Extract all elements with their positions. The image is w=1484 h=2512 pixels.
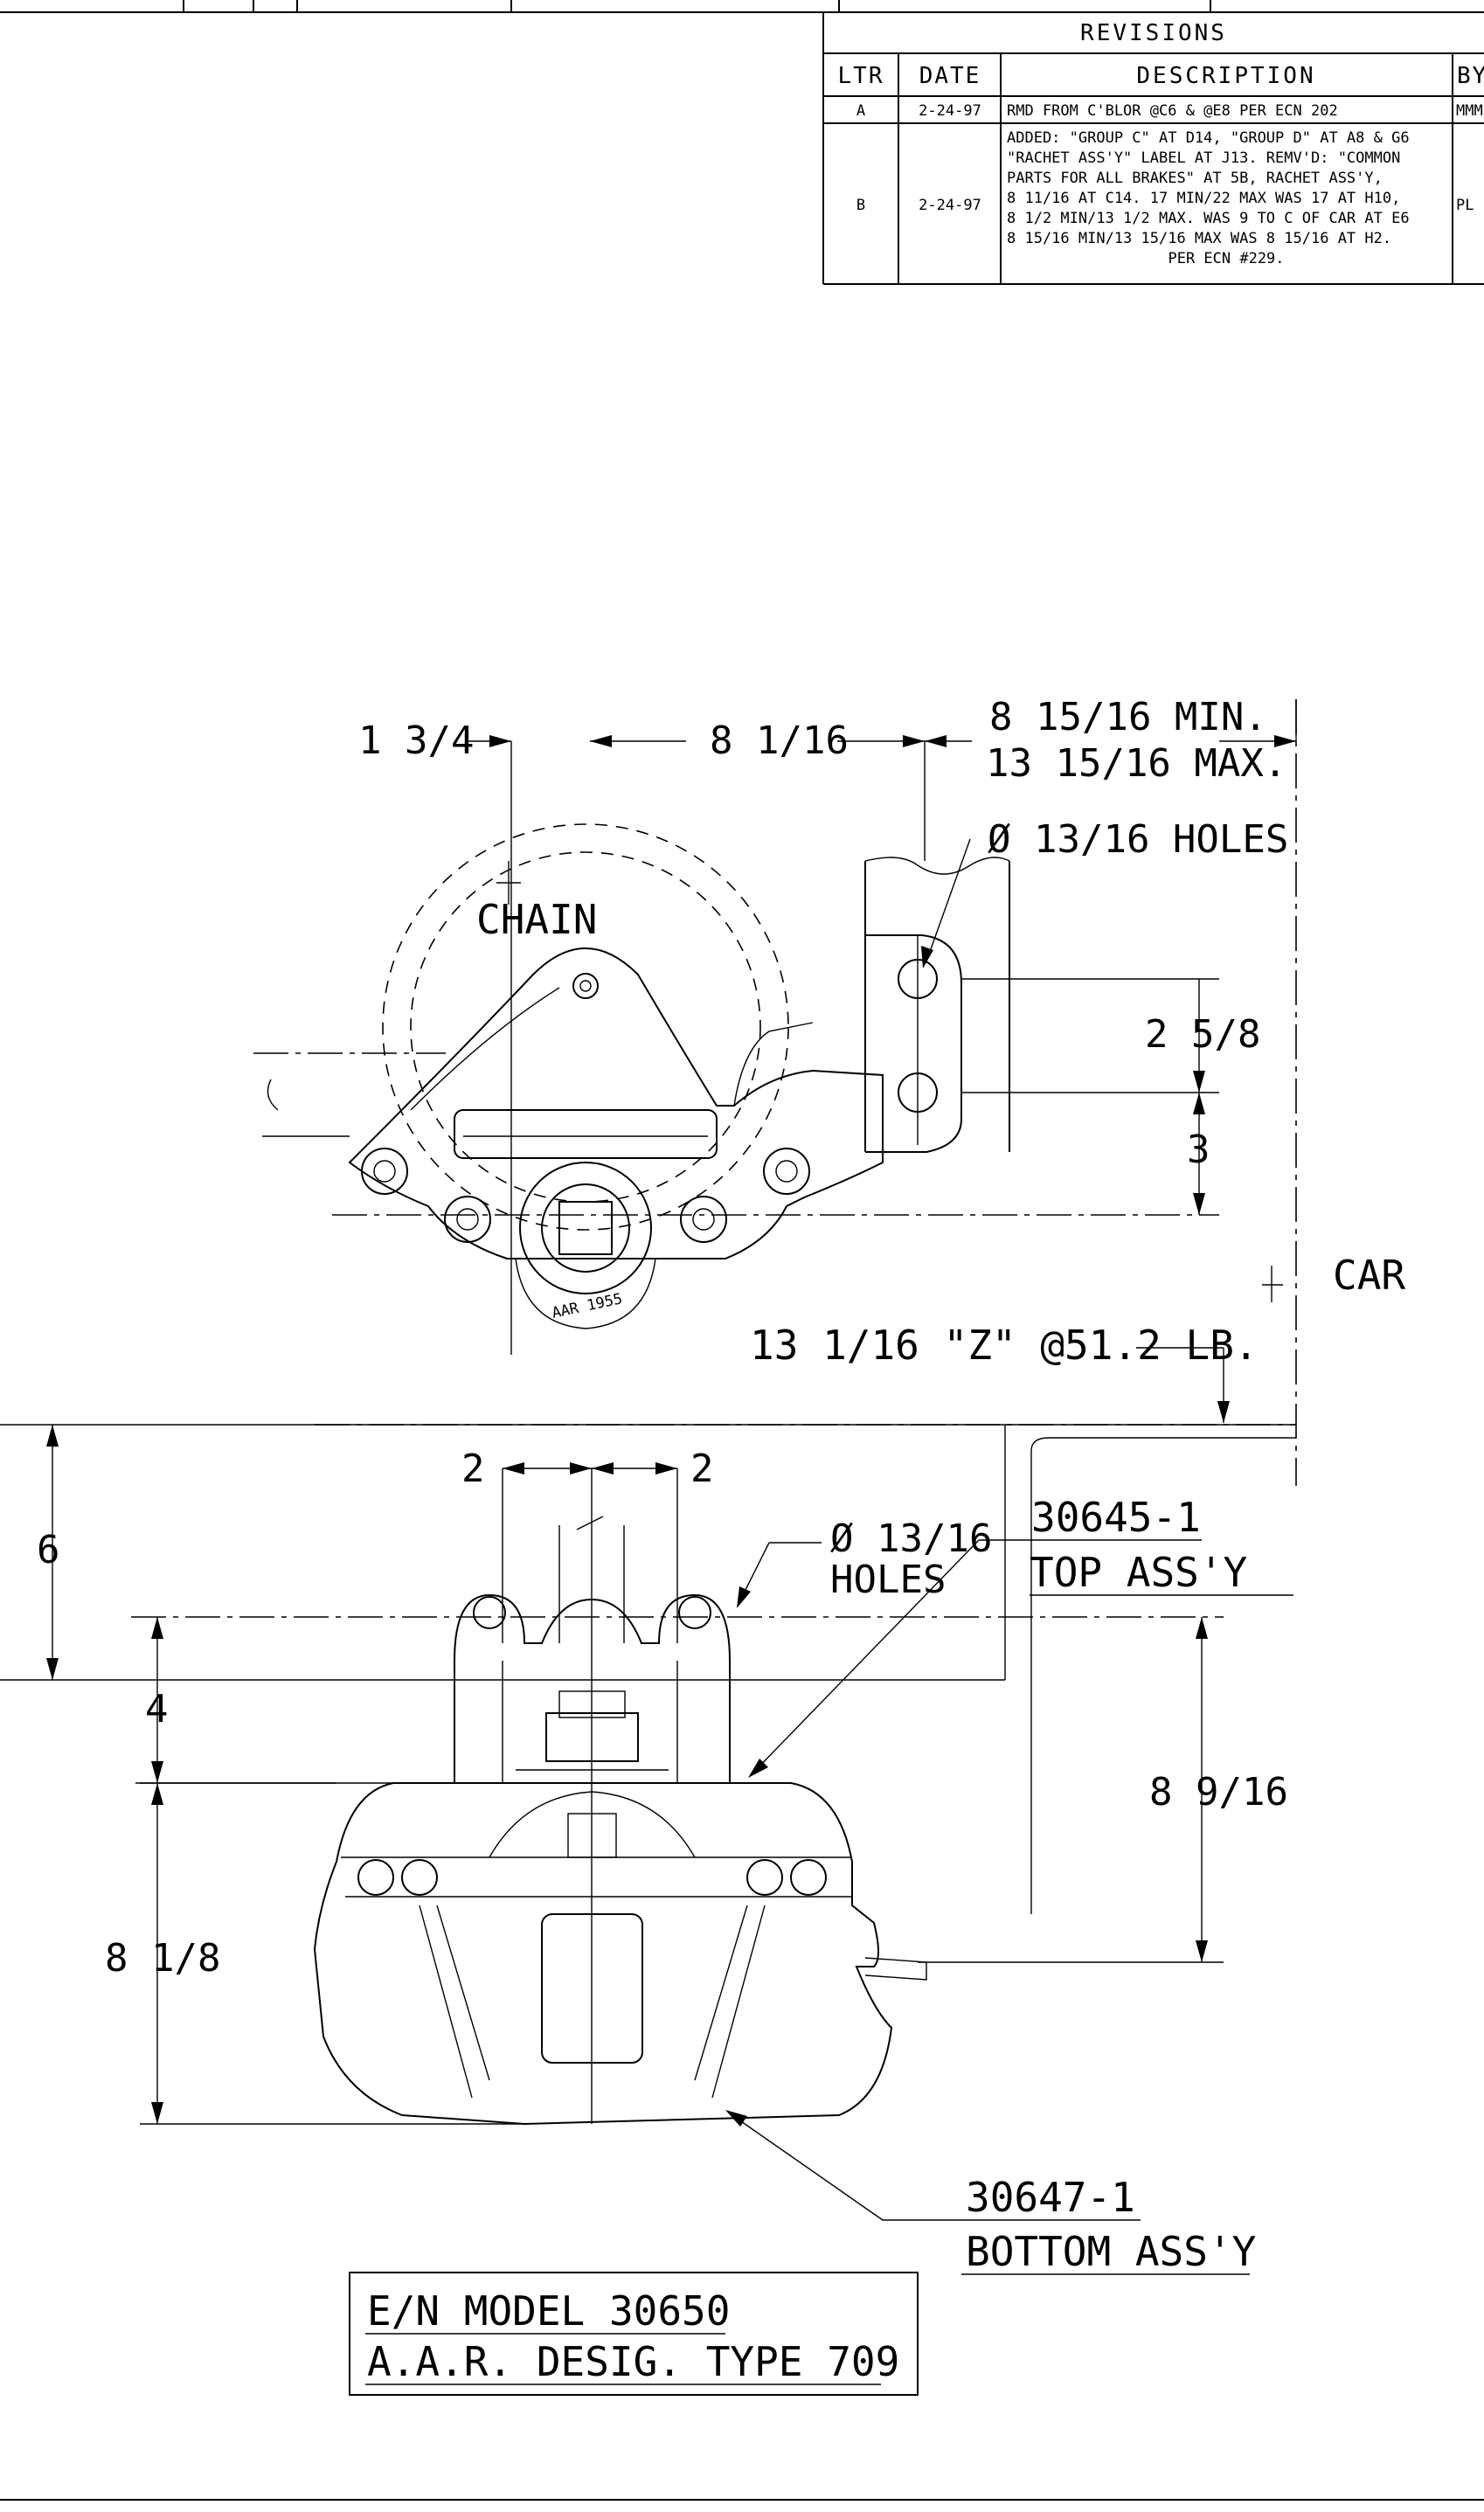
mounting-bracket xyxy=(865,934,962,1153)
title-block-remnant xyxy=(0,0,1484,13)
car-centerline-label: CAR xyxy=(1333,1252,1405,1299)
holes-word: HOLES xyxy=(830,1558,946,1602)
revision-b-date: 2-24-97 xyxy=(919,197,981,214)
hub xyxy=(519,1162,652,1294)
revisions-header-by: BY xyxy=(1457,63,1484,89)
model-line-1: E/N MODEL 30650 xyxy=(367,2287,730,2335)
revision-a-by: MMM xyxy=(1456,102,1483,120)
revision-b-by: PL xyxy=(1456,197,1474,214)
z-note: 13 1/16 "Z" @51.2 LB. xyxy=(750,1322,1259,1369)
revision-b-ltr: B xyxy=(856,197,865,214)
dim-min: 8 15/16 MIN. xyxy=(989,695,1267,739)
bottom-view: 13 1/16 "Z" @51.2 LB. 6 2 2 xyxy=(0,1322,1296,2275)
dim-2-5-8: 2 5/8 xyxy=(1145,1012,1260,1057)
dim-3: 3 xyxy=(1187,1128,1210,1172)
dim-1-3-4: 1 3/4 xyxy=(358,718,474,763)
revisions-table: REVISIONS LTR DATE DESCRIPTION BY A 2-24… xyxy=(822,12,1484,285)
chain-centerline-label: CHAIN xyxy=(476,896,597,943)
top-assembly-body xyxy=(454,1593,731,1784)
holes-dia: Ø 13/16 xyxy=(830,1516,992,1561)
revisions-header-date: DATE xyxy=(919,63,981,89)
revision-b-line-1: ADDED: "GROUP C" AT D14, "GROUP D" AT A8… xyxy=(1007,129,1410,147)
holes-callout: Ø 13/16 HOLES xyxy=(988,817,1288,862)
revision-b-line-7: PER ECN #229. xyxy=(1168,250,1284,267)
dim-8-9-16: 8 9/16 xyxy=(1149,1770,1288,1815)
brake-housing xyxy=(348,947,884,1259)
revision-b-line-3: PARTS FOR ALL BRAKES" AT 5B, RACHET ASS'… xyxy=(1007,170,1383,187)
revision-b-line-2: "RACHET ASS'Y" LABEL AT J13. REMV'D: "CO… xyxy=(1007,149,1400,167)
revision-a-ltr: A xyxy=(856,102,865,120)
revision-a-description: RMD FROM C'BLOR @C6 & @E8 PER ECN 202 xyxy=(1007,102,1338,120)
bottom-assy-label: BOTTOM ASS'Y xyxy=(966,2228,1256,2275)
revision-b-line-4: 8 11/16 AT C14. 17 MIN/22 MAX WAS 17 AT … xyxy=(1007,190,1400,207)
model-line-2: A.A.R. DESIG. TYPE 709 xyxy=(367,2338,899,2385)
dim-2-right: 2 xyxy=(690,1447,714,1491)
revisions-header-description: DESCRIPTION xyxy=(1136,63,1315,89)
bottom-assy-number: 30647-1 xyxy=(966,2174,1135,2221)
revision-b-line-6: 8 15/16 MIN/13 15/16 MAX WAS 8 15/16 AT … xyxy=(1007,230,1391,247)
top-hole-left xyxy=(473,1596,506,1629)
dim-2-left: 2 xyxy=(461,1447,485,1491)
dim-8-1-16: 8 1/16 xyxy=(710,718,849,763)
revision-a-date: 2-24-97 xyxy=(919,102,981,120)
dim-8-1-8: 8 1/8 xyxy=(105,1936,220,1981)
model-designation-box: E/N MODEL 30650 A.A.R. DESIG. TYPE 709 xyxy=(349,2272,919,2396)
revision-b-line-5: 8 1/2 MIN/13 1/2 MAX. WAS 9 TO C OF CAR … xyxy=(1007,210,1410,227)
revisions-title: REVISIONS xyxy=(1080,20,1227,46)
dim-6: 6 xyxy=(37,1528,60,1572)
revisions-header-ltr: LTR xyxy=(838,63,884,89)
chain-sheave-outline xyxy=(382,823,789,1231)
casting-mark: AAR 1955 xyxy=(551,1290,624,1322)
dim-4: 4 xyxy=(145,1687,169,1731)
top-assy-number: 30645-1 xyxy=(1031,1494,1201,1541)
top-assy-label: TOP ASS'Y xyxy=(1030,1549,1247,1596)
top-hole-right xyxy=(678,1596,711,1629)
dim-max: 13 15/16 MAX. xyxy=(986,741,1286,786)
bottom-assembly-body xyxy=(313,1782,893,2126)
